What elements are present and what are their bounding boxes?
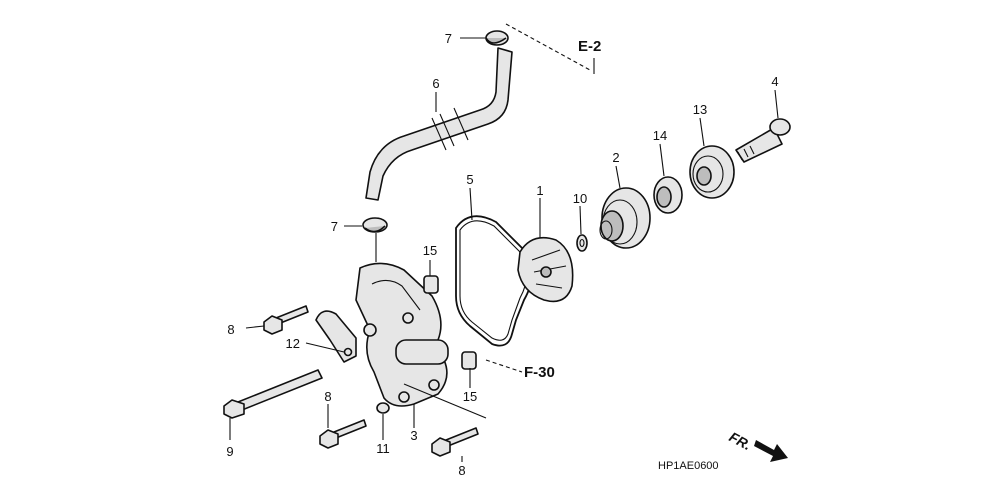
bolt-long [223, 369, 323, 419]
washer [576, 234, 588, 252]
direction-arrow-icon [754, 440, 788, 462]
collar-upper [423, 275, 439, 294]
callout-15-upper: 15 [423, 243, 437, 258]
callout-3: 3 [410, 428, 417, 443]
water-pump-cover [355, 262, 449, 407]
callout-2: 2 [612, 150, 619, 165]
reference-f30[interactable]: F-30 [524, 364, 555, 381]
callout-12: 12 [286, 336, 300, 351]
diagram-code: HP1AE0600 [658, 460, 719, 472]
reference-e2[interactable]: E-2 [578, 38, 601, 55]
bracket [315, 310, 357, 363]
collar-lower [461, 351, 477, 370]
callout-5: 4 [771, 74, 778, 89]
hose-clamp-middle [362, 217, 388, 233]
callout-6: 6 [432, 76, 439, 91]
callout-8-lower-right: 8 [458, 463, 465, 478]
o-ring-washer [376, 402, 390, 414]
impeller [517, 236, 574, 303]
callout-labels: 7 6 7 15 8 12 15 8 9 11 3 8 5 1 10 2 14 … [226, 31, 778, 478]
callout-7-top: 7 [445, 31, 452, 46]
bearing [689, 145, 735, 199]
mechanical-seal [599, 187, 651, 249]
callout-9: 9 [226, 444, 233, 459]
direction-label: FR. [727, 429, 754, 454]
callout-14: 14 [653, 128, 667, 143]
callout-13: 13 [693, 102, 707, 117]
callout-8-upper-left: 8 [227, 322, 234, 337]
callout-7-middle: 7 [331, 219, 338, 234]
pump-shaft [735, 118, 791, 163]
callout-11: 11 [376, 441, 390, 456]
callout-15-lower: 15 [463, 389, 477, 404]
oil-seal [653, 176, 683, 214]
bolt-lower-left [319, 419, 367, 449]
bolt-upper-left [263, 305, 309, 335]
leader-lines [229, 23, 779, 462]
callout-10: 10 [573, 191, 587, 206]
gasket [455, 215, 533, 347]
callout-4: 5 [466, 172, 473, 187]
callout-1: 1 [536, 183, 543, 198]
callout-8-lower-left: 8 [324, 389, 331, 404]
front-direction-indicator: FR. [727, 429, 788, 462]
bolt-lower-right [431, 427, 479, 457]
water-hose [365, 47, 513, 201]
hose-clamp-top [485, 30, 509, 46]
